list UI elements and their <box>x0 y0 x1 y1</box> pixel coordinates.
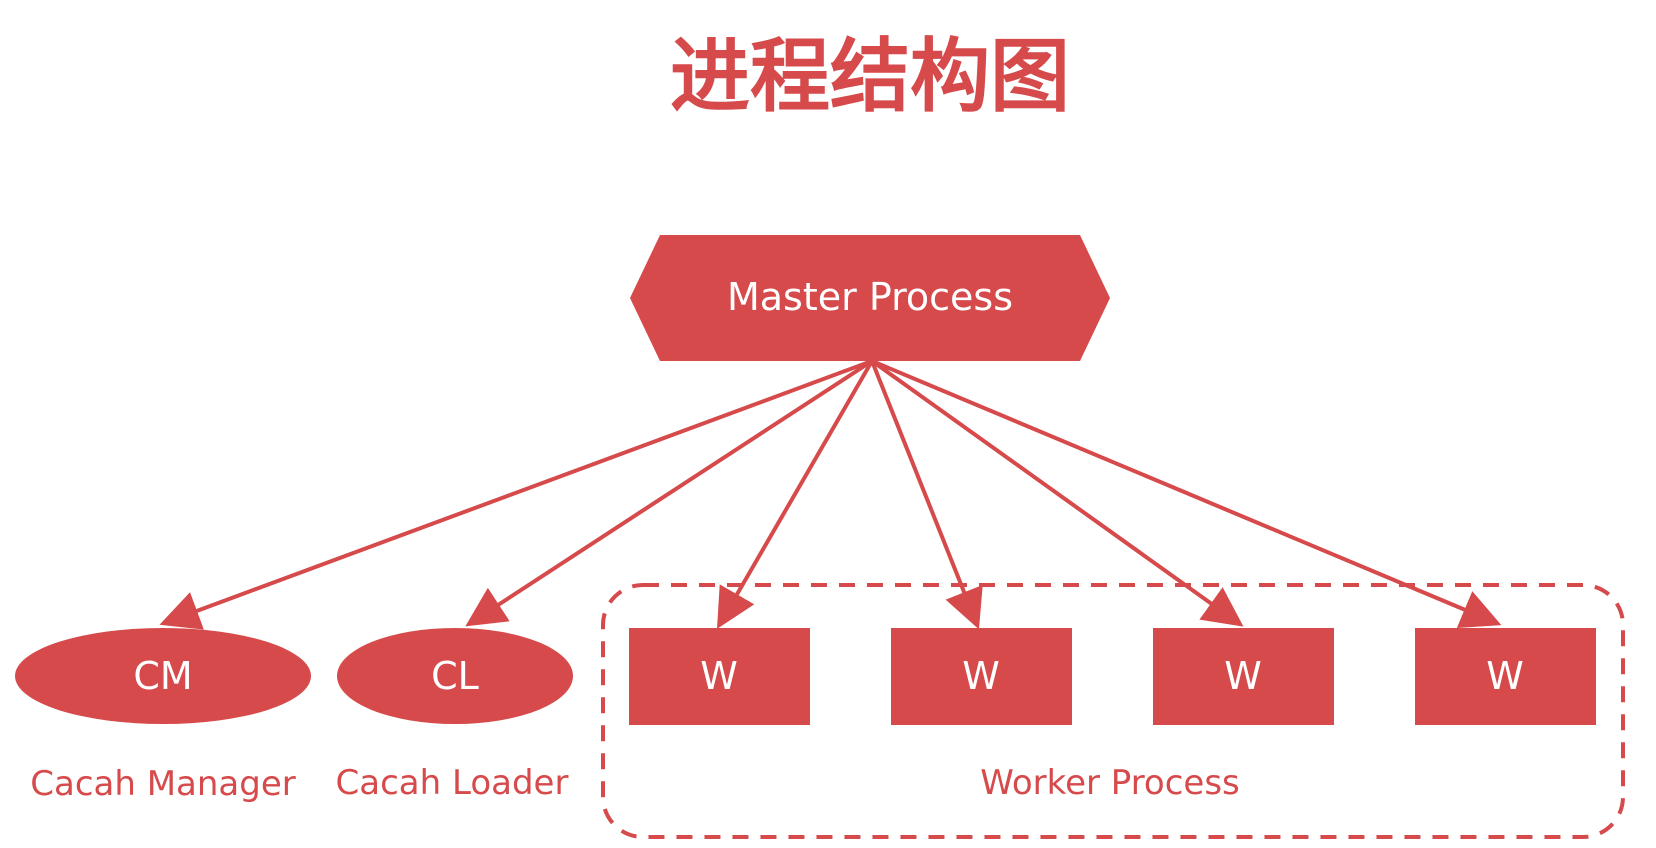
connector-master-to-worker-3 <box>870 359 1244 627</box>
worker-shape-4 <box>1415 628 1596 725</box>
worker-label-3: W <box>1224 654 1262 698</box>
cache-manager-caption: Cacah Manager <box>30 764 296 804</box>
worker-node-2: W <box>891 628 1072 725</box>
page-title: 进程结构图 <box>670 30 1070 123</box>
connector-master-to-cm <box>159 359 873 630</box>
worker-node-3: W <box>1153 628 1334 725</box>
worker-process-caption: Worker Process <box>980 763 1240 803</box>
connector-master-to-worker-1 <box>716 359 874 629</box>
cache-loader-label: CL <box>431 654 479 698</box>
worker-node-1: W <box>629 628 810 725</box>
worker-label-1: W <box>700 654 738 698</box>
worker-label-4: W <box>1486 654 1524 698</box>
worker-shape-2 <box>891 628 1072 725</box>
worker-shape-1 <box>629 628 810 725</box>
cache-loader-node: CL Cacah Loader <box>336 628 573 803</box>
master-process-node: Master Process <box>630 235 1110 361</box>
worker-label-2: W <box>962 654 1000 698</box>
worker-shape-3 <box>1153 628 1334 725</box>
cache-manager-node: CM Cacah Manager <box>15 628 311 804</box>
connector-master-to-cl <box>465 359 874 627</box>
master-process-shape <box>630 235 1110 361</box>
cache-manager-label: CM <box>133 654 192 698</box>
worker-process-group-boundary <box>601 583 1625 839</box>
connector-master-to-worker-4 <box>871 359 1502 629</box>
master-process-label: Master Process <box>727 275 1013 319</box>
connector-group <box>159 359 1502 630</box>
cache-manager-shape <box>15 628 311 724</box>
cache-loader-caption: Cacah Loader <box>336 763 569 803</box>
cache-loader-shape <box>337 628 573 724</box>
worker-node-4: W <box>1415 628 1596 725</box>
connector-master-to-worker-2 <box>870 360 983 630</box>
